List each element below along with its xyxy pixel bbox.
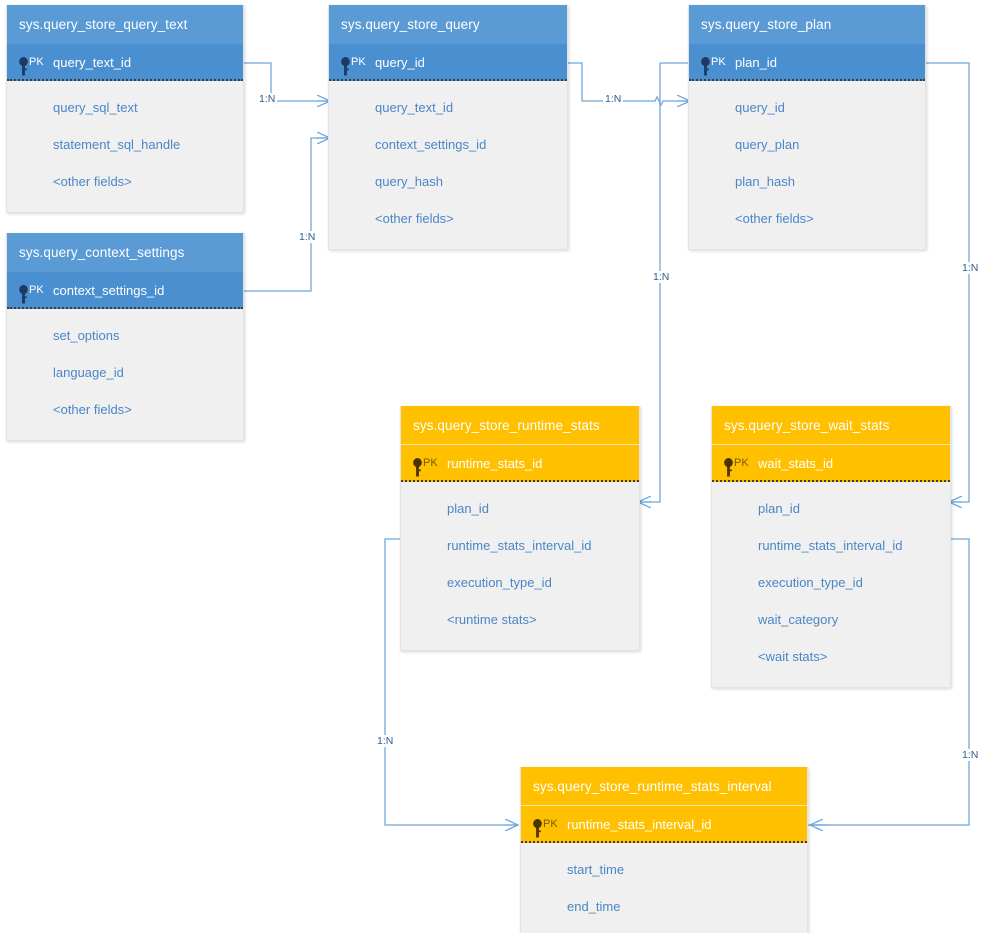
primary-key-row[interactable]: PK plan_id <box>689 44 925 81</box>
pk-badge: PK <box>423 457 438 469</box>
primary-key-row[interactable]: PK context_settings_id <box>7 272 243 309</box>
key-icon <box>19 53 28 76</box>
pk-field-name: runtime_stats_id <box>447 456 543 471</box>
connector-query-to-plan <box>568 62 690 105</box>
entity-fields: set_options language_id <other fields> <box>7 309 243 440</box>
entity-field[interactable]: language_id <box>53 365 124 380</box>
pk-badge: PK <box>29 56 44 68</box>
entity-field[interactable]: plan_hash <box>735 174 795 189</box>
entity-field[interactable]: plan_id <box>758 501 800 516</box>
entity-title: sys.query_store_runtime_stats <box>401 406 639 445</box>
key-icon <box>724 454 733 477</box>
entity-field[interactable]: set_options <box>53 328 120 343</box>
entity-field[interactable]: wait_category <box>758 612 839 627</box>
entity-title: sys.query_store_runtime_stats_interval <box>521 767 807 806</box>
primary-key-row[interactable]: PK query_id <box>329 44 567 81</box>
entity-field[interactable]: plan_id <box>447 501 489 516</box>
primary-key-row[interactable]: PK runtime_stats_id <box>401 445 639 482</box>
pk-field-name: runtime_stats_interval_id <box>567 817 712 832</box>
key-icon <box>19 281 28 304</box>
connector-context-settings-to-query <box>244 138 330 292</box>
entity-title: sys.query_store_wait_stats <box>712 406 950 445</box>
entity-field[interactable]: runtime_stats_interval_id <box>758 538 903 553</box>
entity-field[interactable]: query_sql_text <box>53 100 138 115</box>
entity-field[interactable]: <other fields> <box>53 174 132 189</box>
entity-fields: query_id query_plan plan_hash <other fields… <box>689 81 925 249</box>
pk-field-name: query_text_id <box>53 55 132 70</box>
entity-fields: plan_id runtime_stats_interval_id executio… <box>712 482 950 687</box>
entity-field[interactable]: <other fields> <box>735 211 814 226</box>
pk-field-name: plan_id <box>735 55 777 70</box>
primary-key-row[interactable]: PK runtime_stats_interval_id <box>521 806 807 843</box>
key-icon <box>413 454 422 477</box>
cardinality-label: 1:N <box>603 93 624 105</box>
entity-field[interactable]: execution_type_id <box>758 575 863 590</box>
entity-fields: query_text_id context_settings_id query_ha… <box>329 81 567 249</box>
entity-field[interactable]: execution_type_id <box>447 575 552 590</box>
entity-fields: plan_id runtime_stats_interval_id executio… <box>401 482 639 650</box>
entity-fields: query_sql_text statement_sql_handle <other… <box>7 81 243 212</box>
cardinality-label: 1:N <box>651 271 672 283</box>
cardinality-label: 1:N <box>960 262 981 274</box>
entity-field[interactable]: query_hash <box>375 174 443 189</box>
entity-field[interactable]: <other fields> <box>375 211 454 226</box>
entity-field[interactable]: statement_sql_handle <box>53 137 181 152</box>
entity-title: sys.query_context_settings <box>7 233 243 272</box>
entity-title: sys.query_store_query <box>329 5 567 44</box>
entity-field[interactable]: end_time <box>567 899 621 914</box>
entity-field[interactable]: <other fields> <box>53 402 132 417</box>
cardinality-label: 1:N <box>297 231 318 243</box>
entity-field[interactable]: start_time <box>567 862 625 877</box>
entity-field[interactable]: context_settings_id <box>375 137 487 152</box>
key-icon <box>341 53 350 76</box>
pk-field-name: context_settings_id <box>53 283 165 298</box>
entity-field[interactable]: <wait stats> <box>758 649 828 664</box>
cardinality-label: 1:N <box>375 735 396 747</box>
entity-field[interactable]: query_text_id <box>375 100 454 115</box>
entity-field[interactable]: query_plan <box>735 137 800 152</box>
pk-badge: PK <box>734 457 749 469</box>
pk-badge: PK <box>543 818 558 830</box>
entity-title: sys.query_store_query_text <box>7 5 243 44</box>
primary-key-row[interactable]: PK query_text_id <box>7 44 243 81</box>
key-icon <box>701 53 710 76</box>
cardinality-label: 1:N <box>257 93 278 105</box>
key-icon <box>533 815 542 838</box>
primary-key-row[interactable]: PK wait_stats_id <box>712 445 950 482</box>
entity-field[interactable]: <runtime stats> <box>447 612 537 627</box>
entity-field[interactable]: runtime_stats_interval_id <box>447 538 592 553</box>
pk-field-name: query_id <box>375 55 425 70</box>
pk-badge: PK <box>351 56 366 68</box>
pk-field-name: wait_stats_id <box>758 456 834 471</box>
entity-fields: start_time end_time <box>521 843 807 933</box>
entity-title: sys.query_store_plan <box>689 5 925 44</box>
pk-badge: PK <box>29 284 44 296</box>
entity-field[interactable]: query_id <box>735 100 785 115</box>
cardinality-label: 1:N <box>960 749 981 761</box>
pk-badge: PK <box>711 56 726 68</box>
